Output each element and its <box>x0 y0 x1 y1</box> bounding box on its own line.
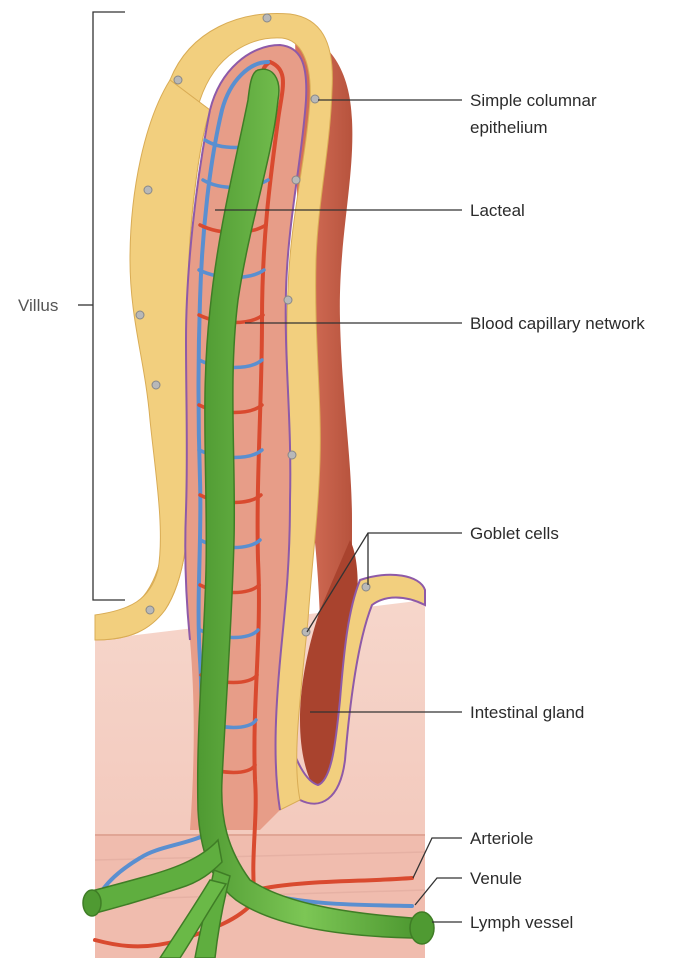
label-lacteal: Lacteal <box>470 201 525 220</box>
villus-bracket <box>78 12 125 600</box>
label-simple-columnar: Simple columnar <box>470 91 597 110</box>
label-arteriole: Arteriole <box>470 829 533 848</box>
label-intestinal-gland: Intestinal gland <box>470 703 584 722</box>
label-venule: Venule <box>470 869 522 888</box>
label-epithelium: epithelium <box>470 118 548 137</box>
label-blood-capillary-network: Blood capillary network <box>470 314 645 333</box>
label-villus: Villus <box>18 296 58 315</box>
label-goblet-cells: Goblet cells <box>470 524 559 543</box>
label-lymph-vessel: Lymph vessel <box>470 913 573 932</box>
